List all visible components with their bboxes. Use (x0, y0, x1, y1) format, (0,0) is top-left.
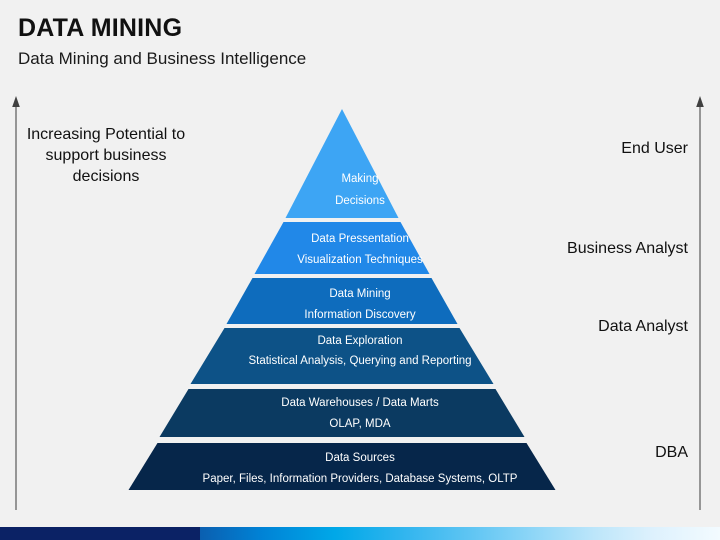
left-axis-label: Increasing Potential to support business… (26, 126, 186, 185)
page-subtitle: Data Mining and Business Intelligence (18, 49, 307, 68)
role-label-end-user: End User (621, 140, 688, 157)
role-label-business-analyst: Business Analyst (567, 240, 688, 257)
pyramid-level-3[interactable] (226, 278, 458, 324)
arrow-up-icon-right (696, 96, 704, 510)
pyramid-level-6[interactable] (128, 443, 556, 490)
arrow-up-icon-left (12, 96, 20, 510)
bottom-bar-gradient-segment (200, 527, 720, 540)
bottom-bar-navy-segment (0, 527, 200, 540)
pyramid-level-1[interactable] (285, 109, 399, 218)
role-label-data-analyst: Data Analyst (598, 318, 688, 335)
pyramid-level-4[interactable] (190, 328, 494, 384)
role-label-dba: DBA (655, 444, 688, 461)
bottom-decoration-bar (0, 527, 720, 540)
pyramid-level-5[interactable] (159, 389, 525, 437)
pyramid-level-2[interactable] (254, 222, 430, 274)
page-title: DATA MINING (18, 14, 183, 42)
